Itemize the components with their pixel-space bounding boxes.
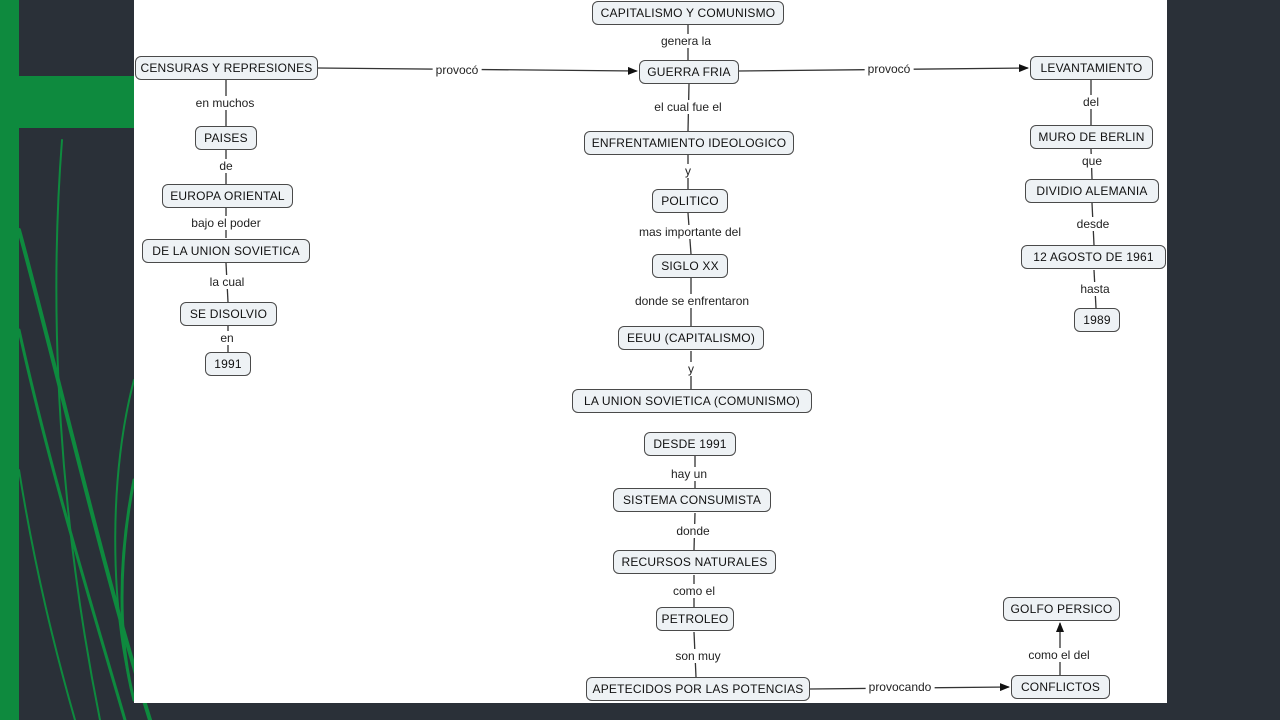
- node-se-disolvio: SE DISOLVIO: [180, 302, 277, 326]
- node-sistema-consumista: SISTEMA CONSUMISTA: [613, 488, 771, 512]
- node-levantamiento: LEVANTAMIENTO: [1030, 56, 1153, 80]
- node-siglo-xx: SIGLO XX: [652, 254, 728, 278]
- link-hasta: hasta: [1077, 282, 1113, 296]
- link-la-cual: la cual: [206, 275, 248, 289]
- node-capitalismo-comunismo: CAPITALISMO Y COMUNISMO: [592, 1, 784, 25]
- link-y-union-sovietica: y: [685, 362, 697, 376]
- node-golfo-persico: GOLFO PERSICO: [1003, 597, 1120, 621]
- link-desde: desde: [1073, 217, 1113, 231]
- left-green-bar: [0, 0, 19, 720]
- node-apetecidos-por-las-potencias: APETECIDOS POR LAS POTENCIAS: [586, 677, 810, 701]
- node-guerra-fria: GUERRA FRIA: [639, 60, 739, 84]
- node-eeuu-capitalismo: EEUU (CAPITALISMO): [618, 326, 764, 350]
- connector-lines: [225, 25, 1097, 692]
- node-politico: POLITICO: [652, 189, 728, 213]
- node-1989: 1989: [1074, 308, 1120, 332]
- node-censuras-y-represiones: CENSURAS Y REPRESIONES: [135, 56, 318, 80]
- link-de: de: [216, 159, 236, 173]
- node-petroleo: PETROLEO: [656, 607, 734, 631]
- link-y-politico: y: [682, 164, 694, 178]
- link-en-muchos: en muchos: [192, 96, 258, 110]
- node-paises: PAISES: [195, 126, 257, 150]
- link-donde: donde: [673, 524, 713, 538]
- node-desde-1991: DESDE 1991: [644, 432, 736, 456]
- link-bajo-el-poder: bajo el poder: [188, 216, 264, 230]
- link-como-el-del: como el del: [1025, 648, 1093, 662]
- node-de-la-union-sovietica: DE LA UNION SOVIETICA: [142, 239, 310, 263]
- link-donde-se-enfrentaron: donde se enfrentaron: [631, 294, 753, 308]
- link-genera-la: genera la: [657, 34, 715, 48]
- node-recursos-naturales: RECURSOS NATURALES: [613, 550, 776, 574]
- node-muro-de-berlin: MURO DE BERLIN: [1030, 125, 1153, 149]
- top-green-block: [19, 76, 134, 128]
- link-mas-importante-del: mas importante del: [635, 225, 745, 239]
- link-del: del: [1079, 95, 1103, 109]
- link-el-cual-fue-el: el cual fue el: [651, 100, 725, 114]
- node-12-agosto-1961: 12 AGOSTO DE 1961: [1021, 245, 1166, 269]
- node-1991: 1991: [205, 352, 251, 376]
- node-conflictos: CONFLICTOS: [1011, 675, 1110, 699]
- link-provoco-right: provocó: [864, 62, 914, 76]
- link-como-el: como el: [669, 584, 719, 598]
- green-swoosh-decoration: [17, 139, 152, 720]
- link-que: que: [1078, 154, 1106, 168]
- link-hay-un: hay un: [667, 467, 711, 481]
- node-enfrentamiento-ideologico: ENFRENTAMIENTO IDEOLOGICO: [584, 131, 794, 155]
- node-union-sovietica-comunismo: LA UNION SOVIETICA (COMUNISMO): [572, 389, 812, 413]
- concept-map-panel: CAPITALISMO Y COMUNISMO GUERRA FRIA ENFR…: [134, 0, 1167, 703]
- node-europa-oriental: EUROPA ORIENTAL: [162, 184, 293, 208]
- link-provoco-left: provocó: [432, 63, 482, 77]
- node-dividio-alemania: DIVIDIO ALEMANIA: [1025, 179, 1159, 203]
- link-en: en: [217, 331, 237, 345]
- link-provocando: provocando: [865, 680, 935, 694]
- link-son-muy: son muy: [672, 649, 724, 663]
